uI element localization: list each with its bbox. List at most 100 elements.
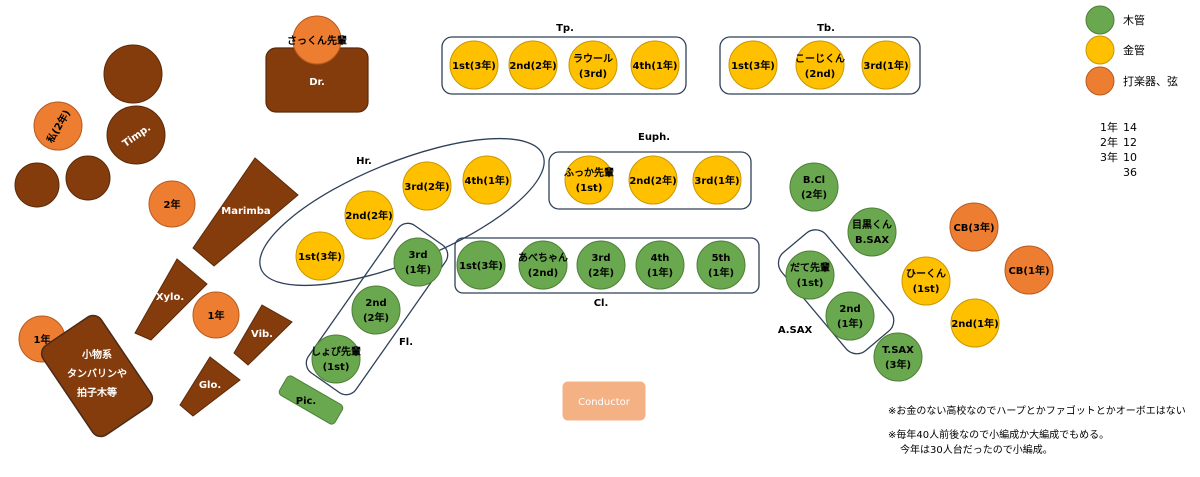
player-euph-1-label-2: (1st) — [576, 183, 603, 194]
player-hikun[interactable] — [901, 256, 951, 306]
xylophone[interactable] — [134, 258, 208, 341]
player-bsax-label-2: B.SAX — [855, 235, 889, 246]
player-hr-4-label: 4th(1年) — [465, 174, 510, 187]
count-grade-1: 1年 — [1100, 120, 1118, 134]
player-fl-2[interactable] — [351, 285, 401, 335]
player-perc-1nen-a[interactable] — [192, 291, 240, 339]
player-tuba-2nd-label: 2nd(1年) — [951, 317, 998, 330]
player-cl-5-label-1: 5th — [712, 253, 731, 264]
timpani-drum-2[interactable] — [106, 105, 166, 165]
count-grade-3: 3年 — [1100, 150, 1118, 164]
legend-percussion-swatch — [1085, 66, 1115, 96]
clarinet-section-label: Cl. — [594, 298, 609, 309]
player-euph-1[interactable] — [564, 155, 614, 205]
count-total: 36 — [1123, 166, 1137, 179]
player-cl-4-label-1: 4th — [651, 253, 670, 264]
marimba[interactable] — [192, 157, 299, 267]
euphonium-group-box — [548, 151, 752, 210]
horn-group-box — [259, 137, 545, 287]
player-tuba-2nd[interactable] — [950, 298, 1000, 348]
player-tb-3-label: 3rd(1年) — [863, 59, 908, 72]
player-hr-2[interactable] — [344, 190, 394, 240]
player-hr-3-label: 3rd(2年) — [404, 180, 449, 193]
player-cl-4[interactable] — [635, 240, 685, 290]
player-tp-1[interactable] — [449, 40, 499, 90]
vibraphone-label: Vib. — [251, 329, 273, 340]
player-cl-5-label-2: (1年) — [708, 266, 734, 279]
player-cb-1nen[interactable] — [1004, 245, 1054, 295]
player-tb-1[interactable] — [728, 40, 778, 90]
player-tb-3[interactable] — [861, 40, 911, 90]
timpani-drum-1[interactable] — [103, 44, 163, 104]
player-sakkun[interactable] — [292, 15, 342, 65]
timpani-drum-3[interactable] — [65, 155, 111, 201]
player-bsax-label-1: 目黒くん — [852, 219, 892, 231]
player-tsax[interactable] — [873, 332, 923, 382]
player-tb-2[interactable] — [795, 40, 845, 90]
player-cl-2-label-2: (2nd) — [528, 268, 558, 279]
legend-brass-swatch — [1085, 35, 1115, 65]
player-cl-2[interactable] — [518, 240, 568, 290]
player-perc-2nen-label: 2年 — [164, 198, 181, 211]
player-tp-3-label-1: ラウール — [573, 53, 613, 65]
player-watashi[interactable] — [33, 101, 83, 151]
player-cl-3-label-2: (2年) — [588, 266, 614, 279]
small-percussion-line-3: 拍子木等 — [77, 386, 117, 399]
trombone-section-label: Tb. — [817, 23, 835, 34]
player-cl-5[interactable] — [696, 240, 746, 290]
legend-brass-label: 金管 — [1123, 43, 1145, 57]
small-percussion-line-2: タンバリンや — [67, 368, 127, 380]
alto-sax-group-box — [777, 229, 895, 355]
player-tb-2-label-1: こーじくん — [795, 53, 845, 65]
player-euph-2[interactable] — [628, 155, 678, 205]
small-percussion-line-1: 小物系 — [81, 348, 112, 361]
flute-group-box — [305, 222, 449, 396]
player-tsax-label-1: T.SAX — [882, 345, 914, 356]
small-percussion[interactable] — [38, 312, 156, 441]
player-hr-4[interactable] — [462, 155, 512, 205]
player-fl-2-label-2: (2年) — [363, 311, 389, 324]
legend: 木管 金管 打楽器、弦 — [1085, 5, 1178, 96]
clarinet-group-box — [454, 237, 760, 294]
player-asax-2[interactable] — [825, 291, 875, 341]
player-hr-2-label: 2nd(2年) — [345, 209, 392, 222]
note-2: ※毎年40人前後なので小編成か大編成でもめる。 — [888, 428, 1109, 441]
player-fl-1-label-1: しょぴ先輩 — [311, 345, 361, 358]
player-tp-2[interactable] — [508, 40, 558, 90]
player-fl-3[interactable] — [393, 237, 443, 287]
legend-percussion-label: 打楽器、弦 — [1123, 74, 1178, 88]
player-tp-3[interactable] — [568, 40, 618, 90]
player-asax-1[interactable] — [785, 250, 835, 300]
player-euph-2-label: 2nd(2年) — [629, 174, 676, 187]
player-perc-2nen[interactable] — [148, 180, 196, 228]
player-cl-2-label-1: あべちゃん — [518, 251, 568, 264]
player-asax-2-label-1: 2nd — [839, 304, 860, 315]
player-fl-1[interactable] — [311, 334, 361, 384]
player-bcl[interactable] — [789, 162, 839, 212]
piccolo[interactable] — [278, 374, 344, 425]
timpani-drum-4[interactable] — [14, 162, 60, 208]
player-hr-1[interactable] — [295, 231, 345, 281]
trombone-group-box — [719, 36, 921, 95]
player-euph-3[interactable] — [692, 155, 742, 205]
player-cb-3nen[interactable] — [949, 202, 999, 252]
player-cl-4-label-2: (1年) — [647, 266, 673, 279]
trumpet-section-label: Tp. — [556, 23, 574, 34]
player-cl-1[interactable] — [456, 240, 506, 290]
player-tb-2-label-2: (2nd) — [805, 69, 835, 80]
marimba-label: Marimba — [221, 206, 270, 217]
player-hikun-label-2: (1st) — [913, 284, 940, 295]
clarinet-section: Cl. 1st(3年) あべちゃん (2nd) 3rd (2年) 4th (1年… — [454, 237, 760, 309]
member-counts: 1年 14 2年 12 3年 10 36 — [1100, 120, 1137, 179]
vibraphone[interactable] — [233, 304, 293, 366]
glockenspiel[interactable] — [179, 356, 241, 417]
player-cl-3[interactable] — [576, 240, 626, 290]
note-3: 今年は30人台だったので小編成。 — [900, 443, 1053, 456]
player-hr-3[interactable] — [402, 161, 452, 211]
player-tp-4[interactable] — [630, 40, 680, 90]
player-fl-3-label-2: (1年) — [405, 263, 431, 276]
player-tp-3-label-2: (3rd) — [579, 69, 607, 80]
player-bsax[interactable] — [847, 207, 897, 257]
conductor-podium[interactable] — [562, 381, 646, 421]
player-tsax-label-2: (3年) — [885, 358, 911, 371]
